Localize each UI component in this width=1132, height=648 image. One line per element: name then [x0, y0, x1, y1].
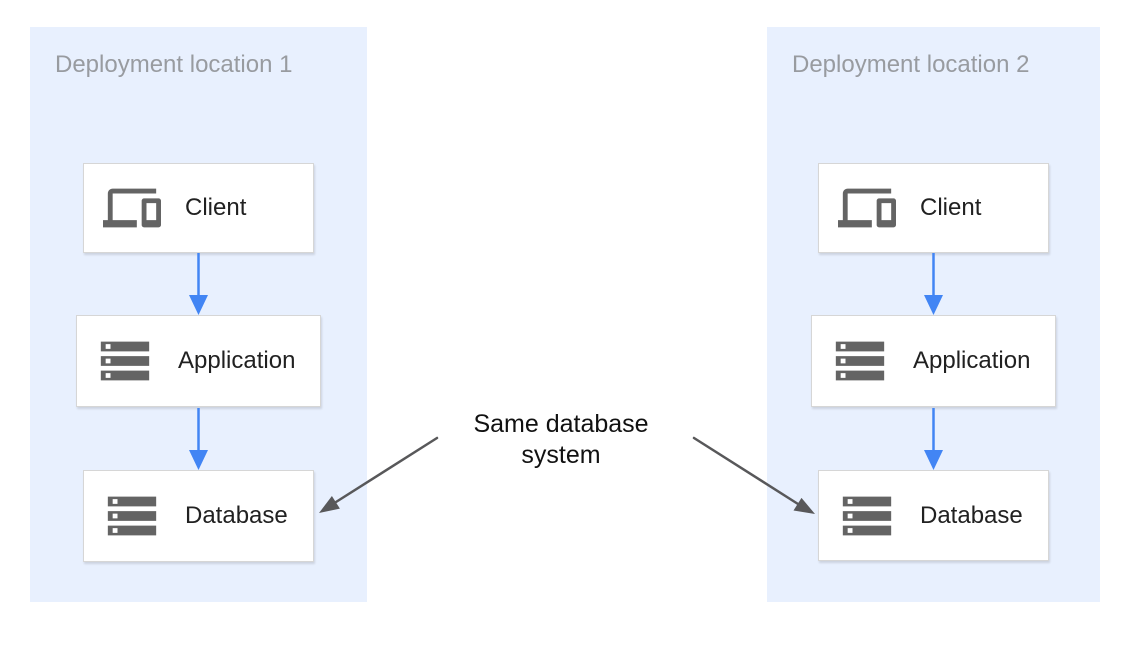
application-node-2: Application: [811, 315, 1056, 407]
panel-title: Deployment location 2: [792, 51, 1030, 78]
client-node-2: Client: [818, 163, 1049, 253]
node-label: Application: [913, 347, 1031, 374]
server-stack-icon: [103, 487, 161, 545]
database-node-2: Database: [818, 470, 1049, 561]
node-label: Database: [185, 502, 288, 529]
server-stack-icon: [96, 332, 154, 390]
database-node-1: Database: [83, 470, 314, 562]
server-stack-icon: [838, 487, 896, 545]
server-stack-icon: [831, 332, 889, 390]
node-label: Client: [185, 194, 247, 221]
client-node-1: Client: [83, 163, 314, 253]
same-database-annotation: Same database system: [473, 410, 649, 469]
node-label: Client: [920, 194, 982, 221]
node-label: Database: [920, 501, 1023, 529]
node-label: Application: [178, 347, 296, 374]
devices-icon: [838, 179, 896, 237]
panel-title: Deployment location 1: [55, 51, 293, 78]
application-node-1: Application: [76, 315, 321, 407]
devices-icon: [103, 179, 161, 237]
